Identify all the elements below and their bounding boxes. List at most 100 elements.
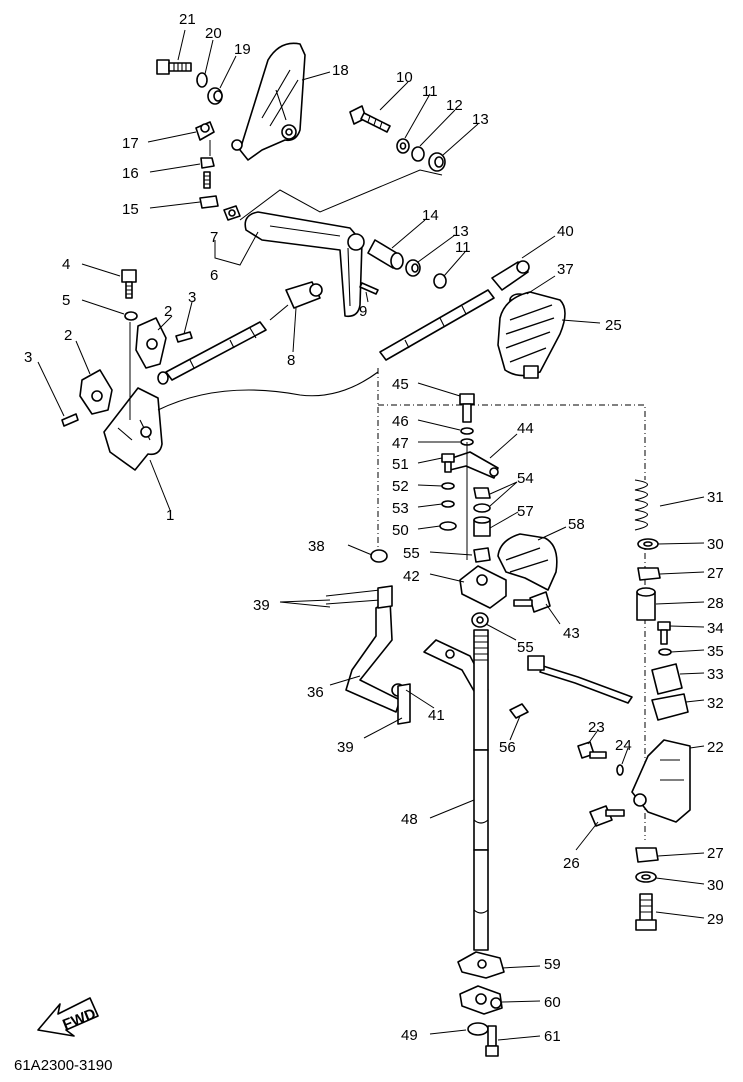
callout: 45 [392, 376, 409, 393]
callout: 37 [557, 261, 574, 278]
callout: 14 [422, 207, 439, 224]
callout: 11 [422, 83, 438, 100]
callout: 55 [403, 545, 420, 562]
callout: 13 [452, 223, 469, 240]
screw-34 [657, 621, 671, 645]
callout: 49 [401, 1027, 418, 1044]
pin-3-right [175, 331, 193, 343]
callout: 6 [210, 267, 218, 284]
callout: 23 [588, 719, 605, 736]
callout: 8 [287, 352, 295, 369]
callout: 61 [544, 1028, 561, 1045]
callout: 5 [62, 292, 70, 309]
callout: 40 [557, 223, 574, 240]
shaft-48 [473, 629, 489, 951]
callout: 57 [517, 503, 534, 520]
nut-7 [223, 205, 241, 221]
callout: 27 [707, 565, 724, 582]
callout: 36 [307, 684, 324, 701]
callout: 35 [707, 643, 724, 660]
callout: 58 [568, 516, 585, 533]
pin-24 [616, 764, 624, 776]
callout: 41 [428, 707, 445, 724]
bolt-21 [156, 59, 192, 75]
screw-26 [589, 805, 625, 827]
bushing-14 [367, 239, 404, 270]
callout: 16 [122, 165, 139, 182]
clip-39-top [325, 585, 393, 609]
callout: 38 [308, 538, 325, 555]
nut-55-top [473, 547, 491, 563]
callout: 17 [122, 135, 139, 152]
callout: 51 [392, 456, 409, 473]
callout: 26 [563, 855, 580, 872]
joint-40 [491, 260, 530, 291]
callout-numbers: 1 2 2 3 3 4 5 6 7 8 9 10 11 11 12 13 13 … [24, 11, 724, 1045]
collar-28 [636, 587, 656, 621]
washer-54 [473, 503, 491, 513]
washer-30-top [637, 538, 659, 550]
callout: 50 [392, 522, 409, 539]
callout: 3 [24, 349, 32, 366]
washer-46 [460, 427, 474, 435]
callout: 33 [707, 666, 724, 683]
washer-35 [658, 648, 672, 656]
callout: 53 [392, 500, 409, 517]
washer-20 [196, 72, 208, 88]
bracket-18 [231, 42, 306, 161]
bushing-13-top [428, 152, 446, 172]
callout: 46 [392, 413, 409, 430]
plate-60 [459, 985, 503, 1015]
bracket-1 [103, 387, 163, 471]
screw-43 [513, 591, 551, 613]
callout: 2 [164, 303, 172, 320]
bracket-22 [631, 739, 691, 823]
screw-15-17 [199, 171, 219, 209]
callout: 39 [253, 597, 270, 614]
callout: 29 [707, 911, 724, 928]
callout: 30 [707, 877, 724, 894]
callout: 11 [455, 239, 471, 256]
o-ring-49 [467, 1022, 489, 1036]
lever-arm-9 [244, 211, 365, 318]
callout: 47 [392, 435, 409, 452]
callout: 27 [707, 845, 724, 862]
collar-57 [473, 516, 491, 537]
callout: 12 [446, 97, 463, 114]
nut-27-top [637, 567, 661, 581]
nut-54 [473, 487, 491, 499]
callout: 59 [544, 956, 561, 973]
callout: 52 [392, 478, 409, 495]
washer-52 [441, 482, 455, 490]
bolt-4 [121, 269, 137, 299]
bushing-13-mid [405, 259, 421, 277]
lever-42 [459, 565, 507, 609]
callout: 55 [517, 639, 534, 656]
washer-11-mid [433, 273, 447, 289]
callout: 2 [64, 327, 72, 344]
throttle-cable-upper [379, 289, 495, 361]
callout: 56 [499, 739, 516, 756]
callout: 31 [707, 489, 724, 506]
plate-33 [651, 663, 683, 695]
cable-joint-8 [285, 281, 323, 309]
switch-32 [527, 655, 689, 721]
bolt-29 [635, 893, 657, 931]
bolt-61 [485, 1025, 499, 1057]
callout: 48 [401, 811, 418, 828]
washer-50 [439, 521, 457, 531]
callout: 4 [62, 256, 70, 273]
fwd-arrow: FWD [37, 997, 99, 1037]
callout: 7 [210, 229, 218, 246]
callout: 30 [707, 536, 724, 553]
callout: 22 [707, 739, 724, 756]
plate-59 [457, 951, 505, 979]
washer-30-bottom [635, 871, 657, 883]
callout: 39 [337, 739, 354, 756]
callout: 1 [166, 507, 174, 524]
callout: 19 [234, 41, 251, 58]
callout: 60 [544, 994, 561, 1011]
callout: 54 [517, 470, 534, 487]
callout: 20 [205, 25, 222, 42]
callout: 42 [403, 568, 420, 585]
